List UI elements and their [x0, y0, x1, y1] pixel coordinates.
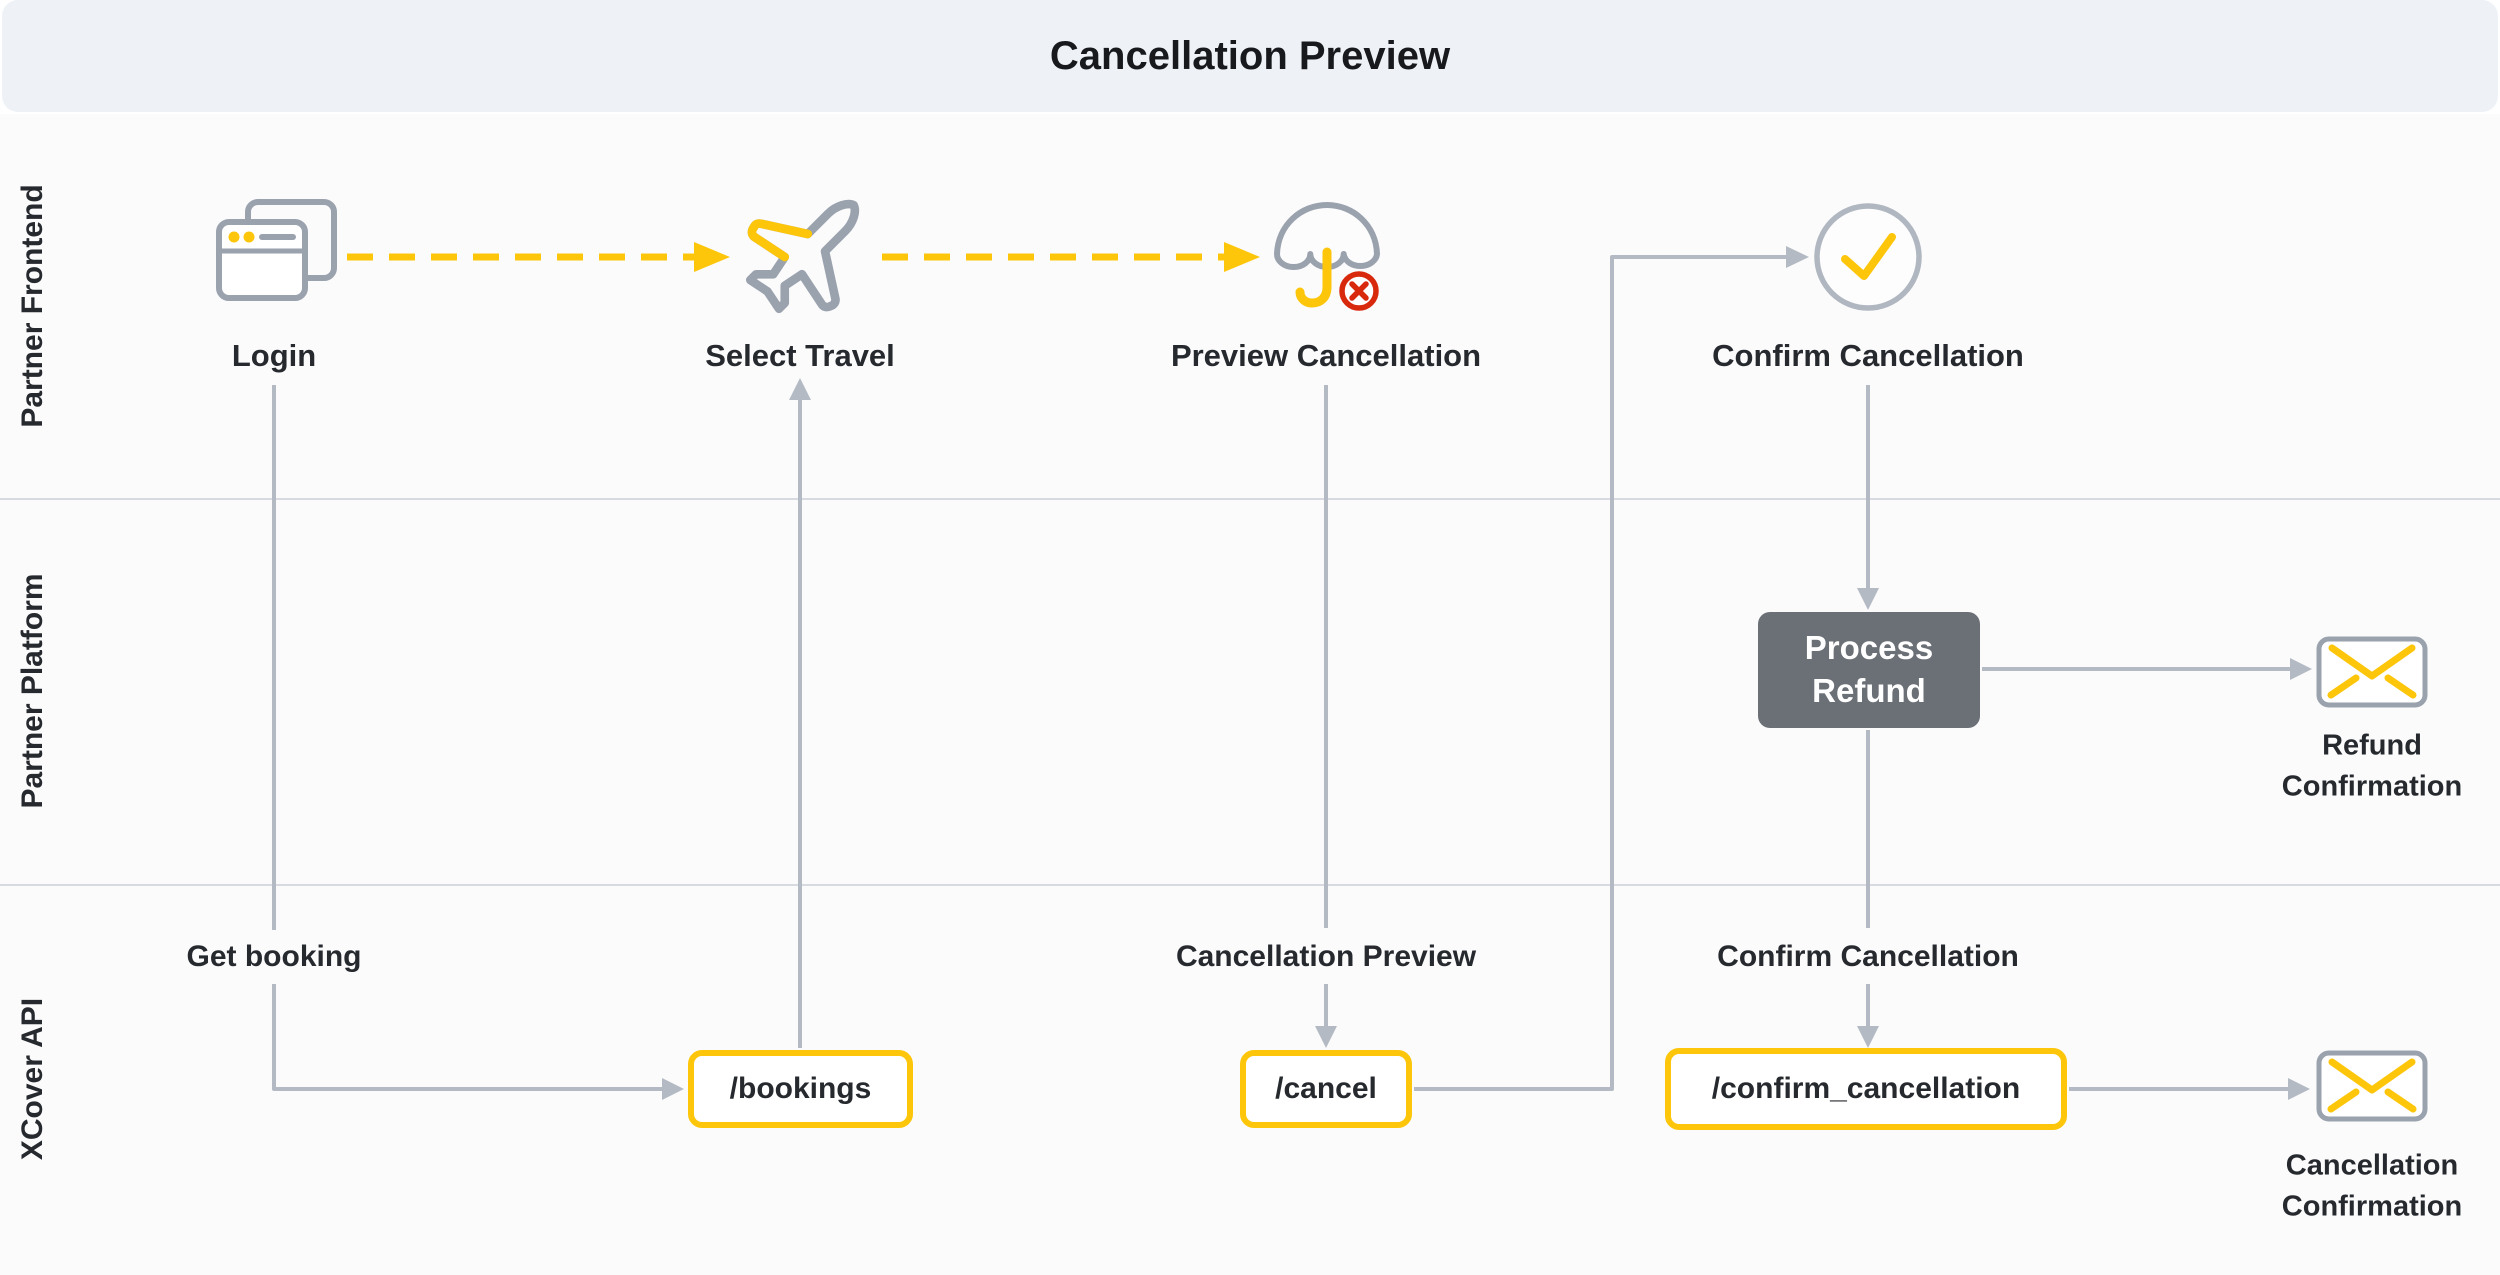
arrow-confirm-endpoint-to-cancellation-confirmation	[2069, 1078, 2310, 1100]
arrow-preview-to-cancel	[1315, 385, 1337, 1048]
confirm-cancellation-endpoint-box: /confirm_cancellation	[1665, 1048, 2067, 1130]
preview-cancellation-label: Preview Cancellation	[1170, 338, 1482, 373]
envelope-icon	[2316, 1050, 2428, 1127]
arrow-cancel-to-confirm	[1414, 246, 1809, 1091]
bookings-endpoint-box: /bookings	[688, 1050, 913, 1128]
cancel-endpoint-box: /cancel	[1240, 1050, 1412, 1128]
select-travel-label: Select Travel	[705, 338, 895, 373]
page-title: Cancellation Preview	[1049, 33, 1451, 78]
cancellation-preview-label: Cancellation Preview	[1175, 940, 1477, 973]
refund-confirmation-label: Refund Confirmation	[2281, 729, 2463, 802]
confirm-cancellation-endpoint-label: /confirm_cancellation	[1711, 1072, 2021, 1105]
browser-windows-icon	[215, 198, 339, 315]
arrow-select-travel-to-preview	[882, 242, 1260, 272]
check-circle-icon	[1813, 202, 1923, 317]
get-booking-label: Get booking	[186, 940, 362, 973]
lane-partner-frontend	[0, 114, 2500, 498]
arrow-process-refund-to-confirm-endpoint	[1857, 730, 1879, 1048]
arrow-bookings-to-select-travel	[789, 378, 811, 1048]
envelope-icon	[2316, 636, 2428, 713]
airplane-icon	[733, 188, 871, 331]
cancel-endpoint-label: /cancel	[1275, 1072, 1377, 1105]
lane-partner-platform	[0, 498, 2500, 884]
process-refund-label: Process Refund	[1804, 629, 1934, 709]
confirm-cancellation-label: Confirm Cancellation	[1712, 338, 2024, 373]
cancellation-confirmation-label: Cancellation Confirmation	[2281, 1149, 2463, 1222]
arrow-process-refund-to-refund-confirmation	[1982, 658, 2312, 680]
login-label: Login	[231, 338, 317, 373]
confirm-cancellation-api-label: Confirm Cancellation	[1717, 940, 2019, 973]
umbrella-cancel-icon	[1262, 192, 1394, 327]
arrow-confirm-to-process-refund	[1857, 385, 1879, 610]
arrow-login-to-select-travel	[347, 242, 730, 272]
process-refund-box: Process Refund	[1758, 612, 1980, 728]
bookings-endpoint-label: /bookings	[729, 1072, 872, 1105]
arrow-login-to-bookings	[272, 385, 684, 1100]
title-bar: Cancellation Preview	[2, 0, 2498, 112]
